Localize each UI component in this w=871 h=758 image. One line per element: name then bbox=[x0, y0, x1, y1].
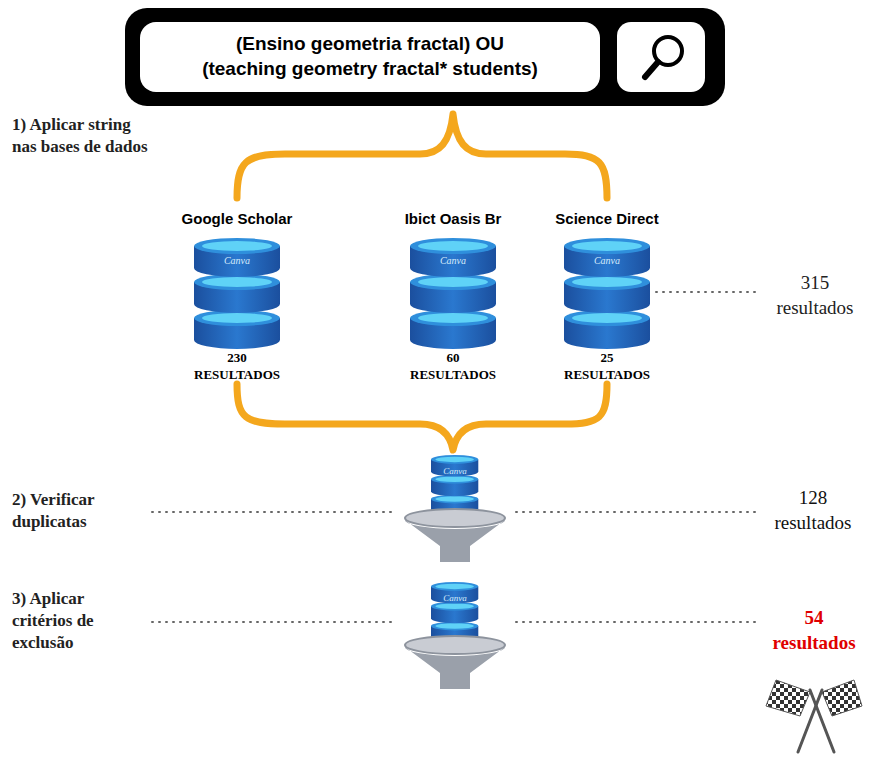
database-icons bbox=[194, 238, 650, 349]
result-count: 60 RESULTADOS bbox=[403, 350, 503, 384]
database-node: Science Direct 25 RESULTADOS bbox=[532, 210, 682, 384]
watermark: Canva bbox=[583, 254, 631, 267]
watermark: Canva bbox=[434, 466, 476, 478]
database-name: Science Direct bbox=[555, 210, 658, 227]
search-string-box: (Ensino geometria fractal) OU (teaching … bbox=[140, 22, 600, 92]
watermark: Canva bbox=[213, 254, 261, 267]
step-label: 2) Verificar duplicatas bbox=[12, 489, 142, 533]
search-string: (Ensino geometria fractal) OU (teaching … bbox=[162, 32, 578, 81]
database-node: Google Scholar 230 RESULTADOS bbox=[162, 210, 312, 384]
dotted-leader bbox=[152, 292, 760, 622]
checkered-flags bbox=[766, 680, 862, 752]
step-label: 3) Aplicar critérios de exclusão bbox=[12, 588, 136, 654]
result-total: 315 resultados bbox=[764, 271, 866, 320]
watermark: Canva bbox=[429, 254, 477, 267]
database-name: Google Scholar bbox=[182, 210, 293, 227]
orange-brace bbox=[237, 114, 607, 450]
result-total: 128 resultados bbox=[760, 486, 866, 535]
result-count: 25 RESULTADOS bbox=[557, 350, 657, 384]
step-label: 1) Aplicar string nas bases de dados bbox=[12, 114, 152, 158]
funnel-icons bbox=[405, 455, 505, 689]
watermark: Canva bbox=[434, 593, 476, 605]
database-node: Ibict Oasis Br 60 RESULTADOS bbox=[378, 210, 528, 384]
search-bar bbox=[125, 8, 725, 106]
final-result: 54 resultados bbox=[762, 606, 866, 655]
result-count: 230 RESULTADOS bbox=[187, 350, 287, 384]
database-name: Ibict Oasis Br bbox=[405, 210, 502, 227]
